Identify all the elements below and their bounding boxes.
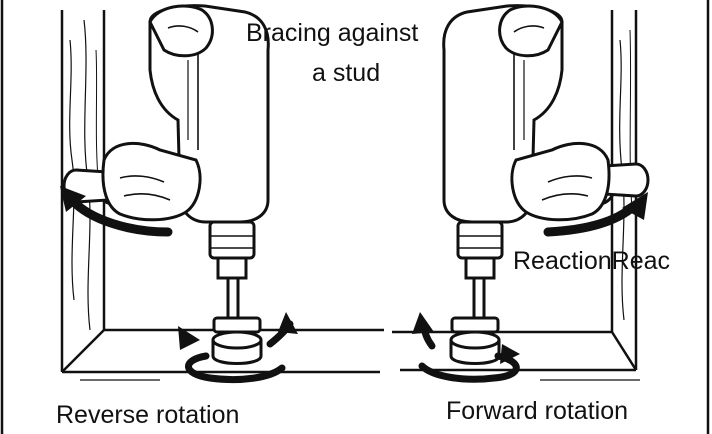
left-drill: [64, 6, 268, 364]
forward-rotation-label: Forward rotation: [446, 396, 628, 426]
reaction-label: ReactionReac: [513, 246, 670, 276]
reverse-rotation-label: Reverse rotation: [56, 400, 239, 430]
title-line-1: Bracing against: [246, 18, 418, 48]
right-drill: [444, 6, 648, 364]
title-line-2: a stud: [312, 58, 380, 88]
